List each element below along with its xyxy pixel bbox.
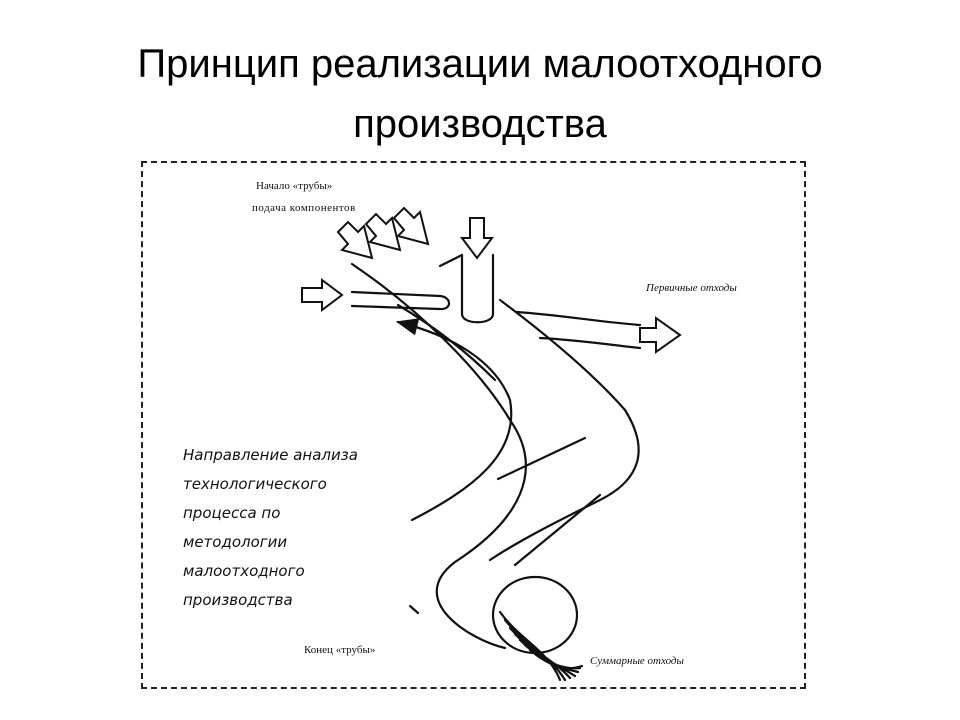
label-pipe-start: Начало «трубы»: [256, 180, 333, 192]
analysis-line: производства: [183, 591, 293, 609]
feed-arrow-1: [336, 220, 374, 260]
pipe-end-opening: [491, 575, 579, 655]
slide-title: Принцип реализации малоотходного произво…: [0, 34, 960, 154]
feed-arrow-2: [364, 212, 402, 252]
feed-arrow-3: [392, 206, 430, 246]
recycle-pipe: [350, 290, 451, 311]
pipe-right-wall: [488, 298, 640, 562]
label-primary-waste: Первичные отходы: [646, 282, 737, 294]
label-total-waste: Суммарные отходы: [590, 655, 684, 667]
label-pipe-end: Конец «трубы»: [304, 644, 376, 656]
feed-arrow-down: [460, 217, 494, 260]
analysis-direction-text: Направление анализа технологического про…: [183, 441, 358, 615]
label-feed-components: подача компонентов: [252, 202, 356, 214]
analysis-line: процесса по: [183, 504, 281, 522]
analysis-line: малоотходного: [183, 562, 305, 580]
analysis-line: методологии: [183, 533, 288, 551]
pipe-joint-1: [496, 436, 587, 481]
primary-waste-branch: [515, 310, 642, 350]
primary-waste-arrow: [639, 316, 682, 354]
analysis-line: технологического: [183, 475, 327, 493]
recycle-arrow-right: [301, 278, 344, 312]
vertical-inlet-pipe: [460, 253, 495, 324]
pipe-left-wall: [350, 262, 527, 650]
title-line-2: производства: [353, 102, 607, 146]
pipe-joint-2: [513, 493, 602, 567]
diagram-frame: [141, 161, 806, 689]
title-line-1: Принцип реализации малоотходного: [137, 42, 823, 86]
analysis-line: Направление анализа: [183, 446, 358, 464]
analysis-direction-line: [395, 318, 513, 522]
